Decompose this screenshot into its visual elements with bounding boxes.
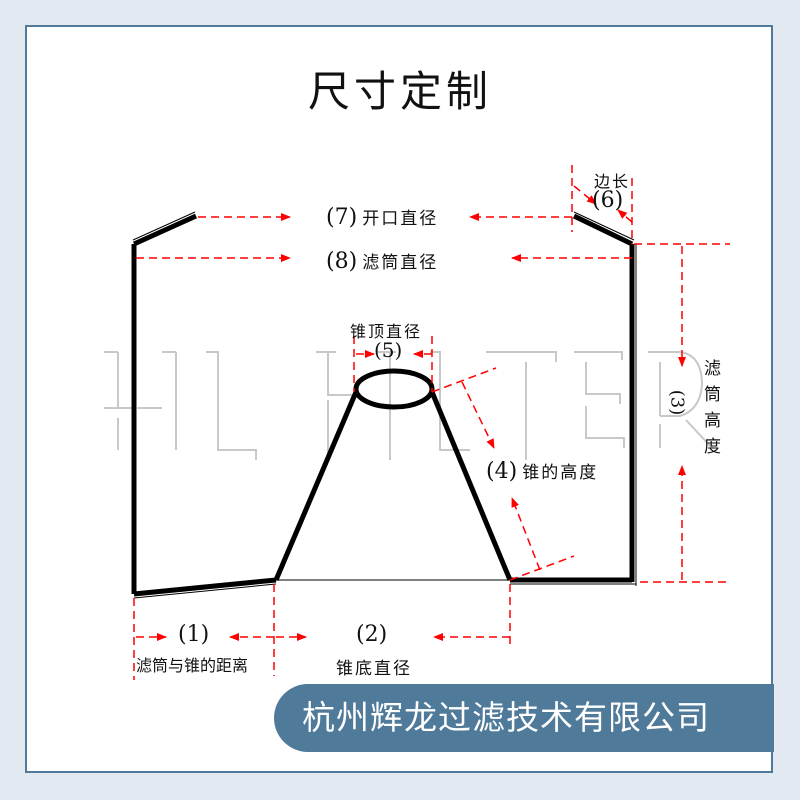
- company-banner: 杭州辉龙过滤技术有限公司: [274, 684, 774, 752]
- label-6-text: 边长: [594, 172, 631, 191]
- label-1-text: 滤筒与锥的距离: [136, 656, 249, 675]
- label-6-number: (6): [592, 188, 624, 213]
- label-filter-diameter: (8) 滤筒直径: [326, 248, 438, 274]
- label-5-number: (5): [374, 338, 403, 362]
- label-3-text: 滤筒高度: [704, 359, 721, 457]
- label-4-text: 锥的高度: [522, 463, 599, 483]
- label-8-number: (8): [326, 249, 358, 274]
- label-3-number: (3): [666, 389, 688, 416]
- label-cone-height: (4) 锥的高度: [486, 458, 598, 484]
- filter-outline: [131, 211, 637, 599]
- label-4-number: (4): [486, 459, 518, 484]
- label-2-number: (2): [356, 622, 388, 647]
- watermark: [104, 351, 713, 460]
- label-5-text: 锥顶直径: [350, 322, 423, 341]
- label-1-number: (1): [178, 622, 210, 647]
- label-8-text: 滤筒直径: [362, 253, 439, 273]
- dimension-lines: [133, 165, 730, 680]
- content-frame: [25, 25, 773, 773]
- label-2-text: 锥底直径: [336, 659, 412, 679]
- label-opening-diameter: (7) 开口直径: [326, 204, 438, 230]
- label-7-number: (7): [326, 205, 358, 230]
- label-7-text: 开口直径: [362, 209, 439, 229]
- page-title: 尺寸定制: [307, 67, 492, 116]
